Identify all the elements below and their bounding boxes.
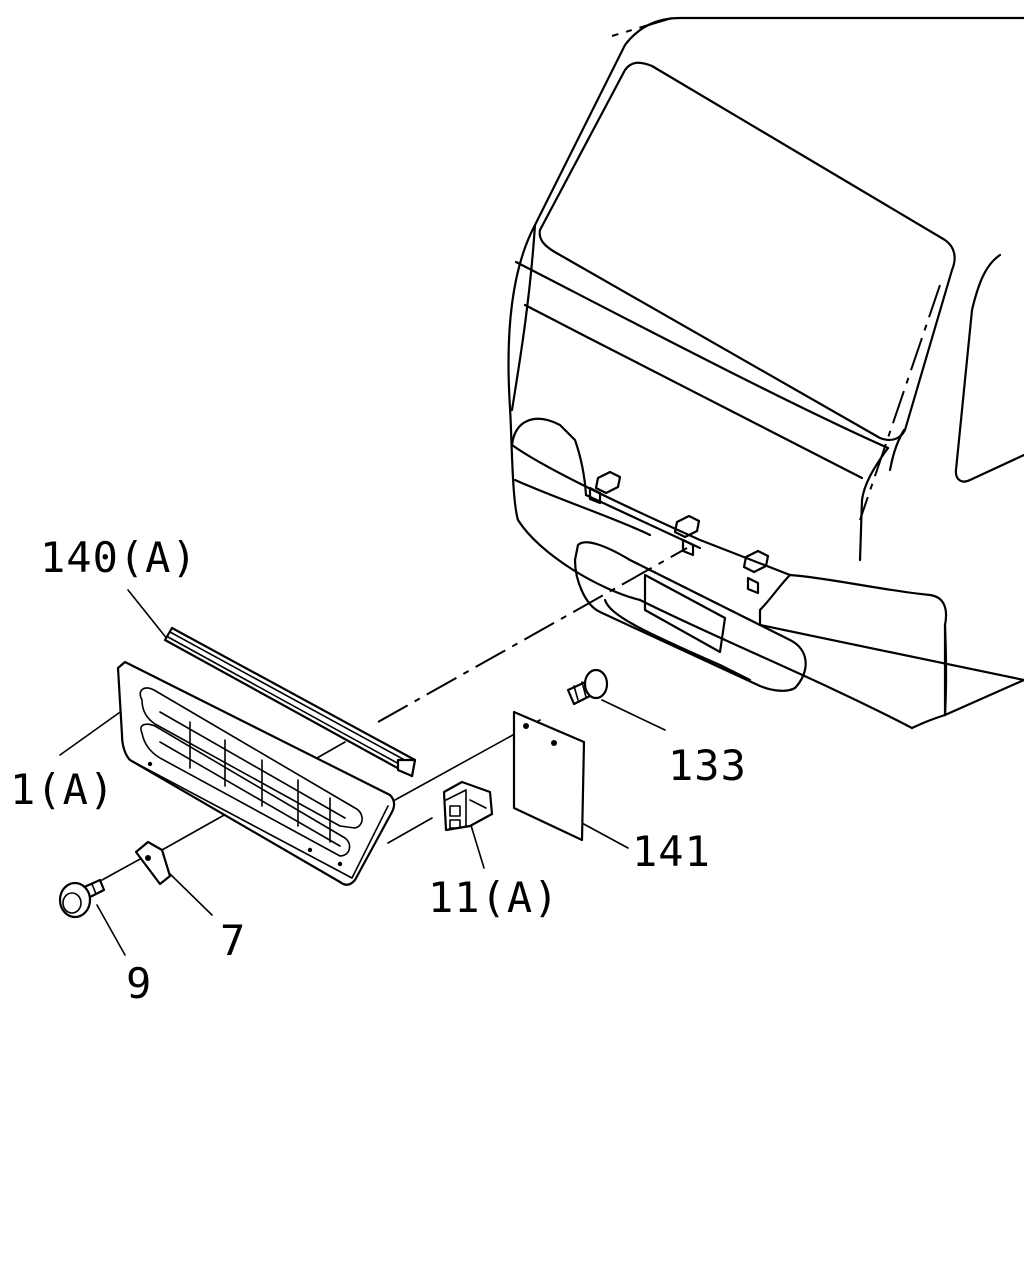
clip-11 — [442, 780, 494, 832]
vehicle-front — [507, 16, 1024, 730]
label-11: 11(A) — [428, 873, 559, 922]
label-140: 140(A) — [40, 533, 198, 582]
bolt-9 — [58, 878, 106, 919]
label-7: 7 — [220, 916, 246, 965]
label-133: 133 — [668, 741, 747, 790]
assembly-lines — [59, 547, 688, 956]
label-141: 141 — [632, 827, 711, 876]
label-1: 1(A) — [10, 765, 115, 814]
screw-133 — [566, 668, 609, 706]
plate-141 — [512, 710, 586, 842]
label-9: 9 — [126, 959, 152, 1008]
grille-1 — [116, 660, 396, 886]
part-labels: 140(A) 1(A) 133 141 11(A) 7 9 — [10, 533, 747, 1008]
bracket-7 — [134, 840, 172, 886]
garnish-140 — [163, 626, 417, 778]
